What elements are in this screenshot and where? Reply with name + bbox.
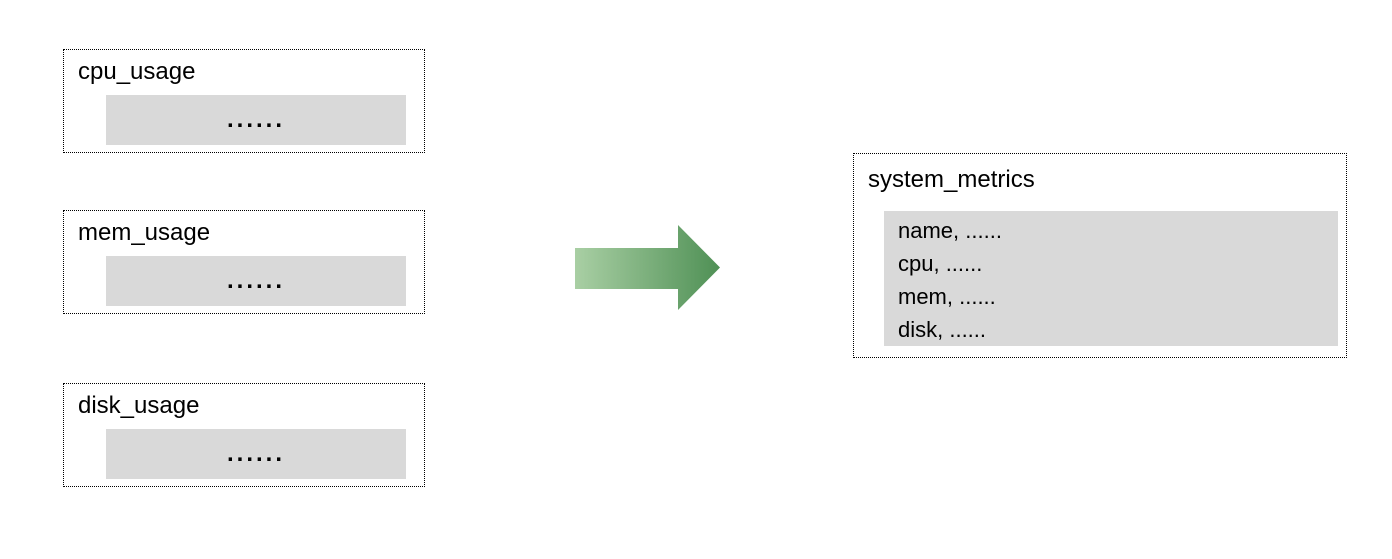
source-table-cpu-usage: cpu_usage ...... (63, 49, 425, 153)
table-row: name, ...... (898, 218, 1002, 243)
table-title: cpu_usage (78, 58, 196, 85)
table-title: disk_usage (78, 392, 200, 419)
table-rows-placeholder: ...... (106, 95, 406, 145)
table-rows: name, ...... cpu, ...... mem, ...... dis… (884, 211, 1338, 346)
ellipsis-placeholder: ...... (226, 440, 285, 467)
source-table-disk-usage: disk_usage ...... (63, 383, 425, 487)
ellipsis-placeholder: ...... (226, 267, 285, 294)
table-title: system_metrics (868, 166, 1035, 193)
table-title: mem_usage (78, 219, 211, 246)
transform-arrow-icon (575, 225, 720, 310)
table-row: cpu, ...... (898, 251, 983, 276)
ellipsis-placeholder: ...... (226, 106, 285, 133)
table-rows-placeholder: ...... (106, 429, 406, 479)
table-row: mem, ...... (898, 284, 996, 309)
table-row: disk, ...... (898, 317, 987, 342)
result-table-system-metrics: system_metrics name, ...... cpu, ...... … (853, 153, 1347, 358)
table-rows-placeholder: ...... (106, 256, 406, 306)
source-table-mem-usage: mem_usage ...... (63, 210, 425, 314)
